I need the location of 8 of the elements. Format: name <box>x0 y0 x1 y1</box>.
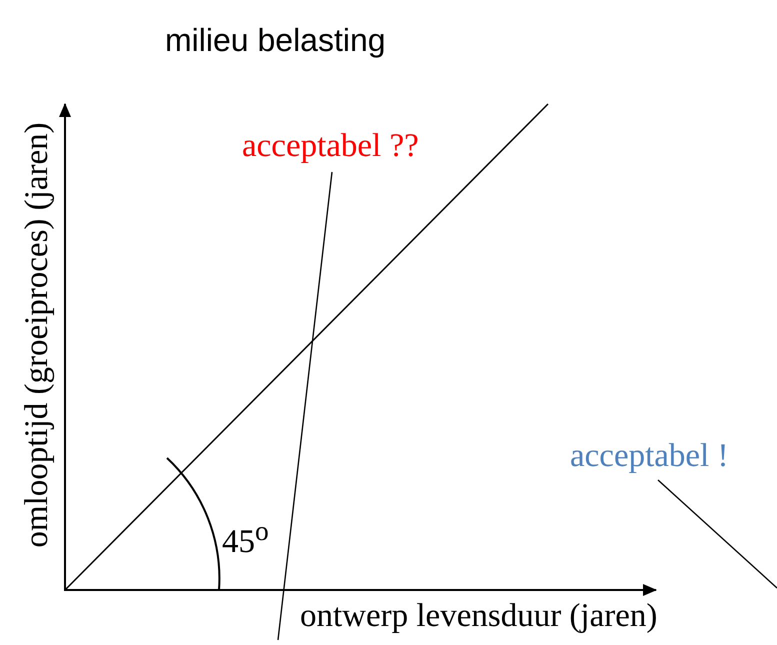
title: milieu belasting <box>165 22 386 59</box>
axis-label: ontwerp levensduur (jaren) <box>300 598 658 636</box>
annotation-text: acceptabel ?? <box>242 128 419 166</box>
annotation-text: acceptabel ! <box>570 438 728 476</box>
leader-line <box>277 172 333 640</box>
angle-label: 45$^{o}$ <box>222 515 269 562</box>
leader-line <box>658 480 777 588</box>
axis-label: omlooptijd (groeiproces) (jaren) <box>19 122 56 548</box>
